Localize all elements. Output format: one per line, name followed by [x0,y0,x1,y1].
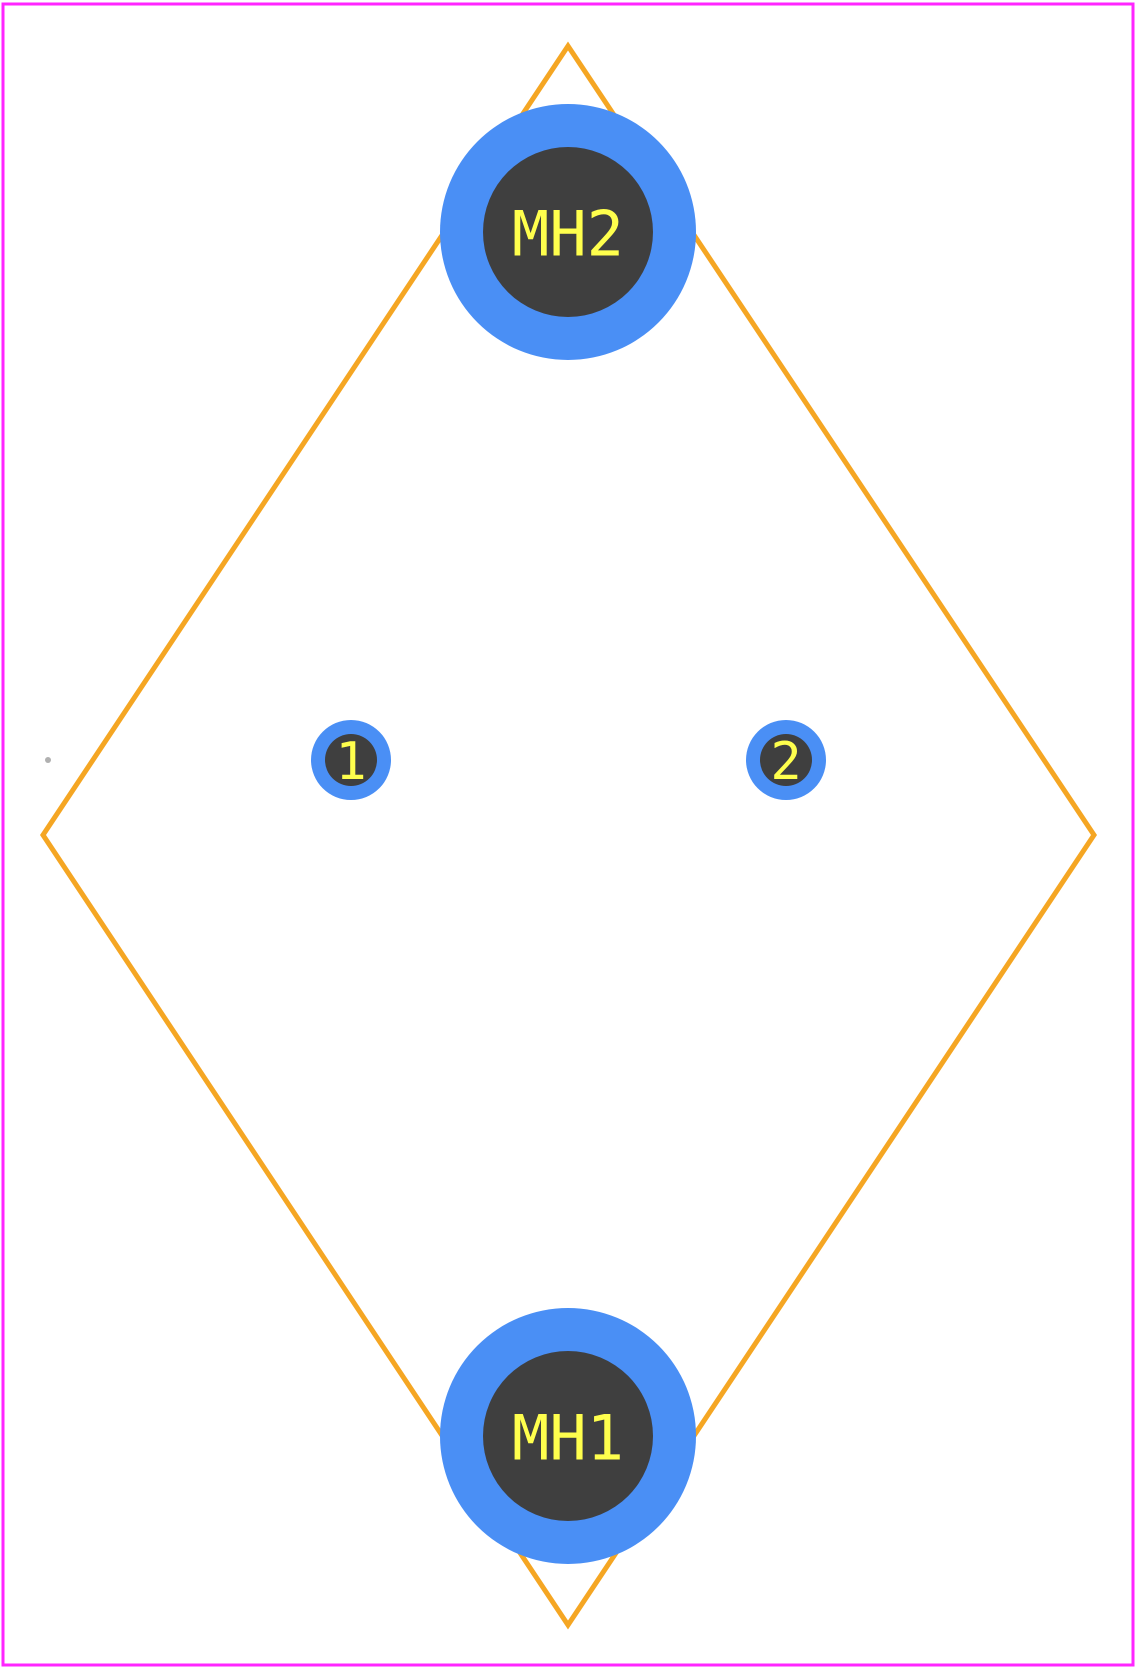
mh2-drill-hole [483,147,653,317]
pin-1-label: 1 [335,732,366,792]
origin-marker [45,757,51,763]
mounting-hole-mh2[interactable]: MH2 [440,104,696,360]
pin-1[interactable]: 1 [311,720,391,800]
mh2-label: MH2 [512,198,624,271]
mounting-hole-mh1[interactable]: MH1 [440,1308,696,1564]
pin-1-drill-hole [325,734,377,786]
silkscreen-outline [39,41,1098,1630]
mh1-drill-hole [483,1351,653,1521]
pin-2-drill-hole [760,734,812,786]
pin-2[interactable]: 2 [746,720,826,800]
mh1-label: MH1 [512,1402,624,1475]
pin-2-label: 2 [770,732,801,792]
